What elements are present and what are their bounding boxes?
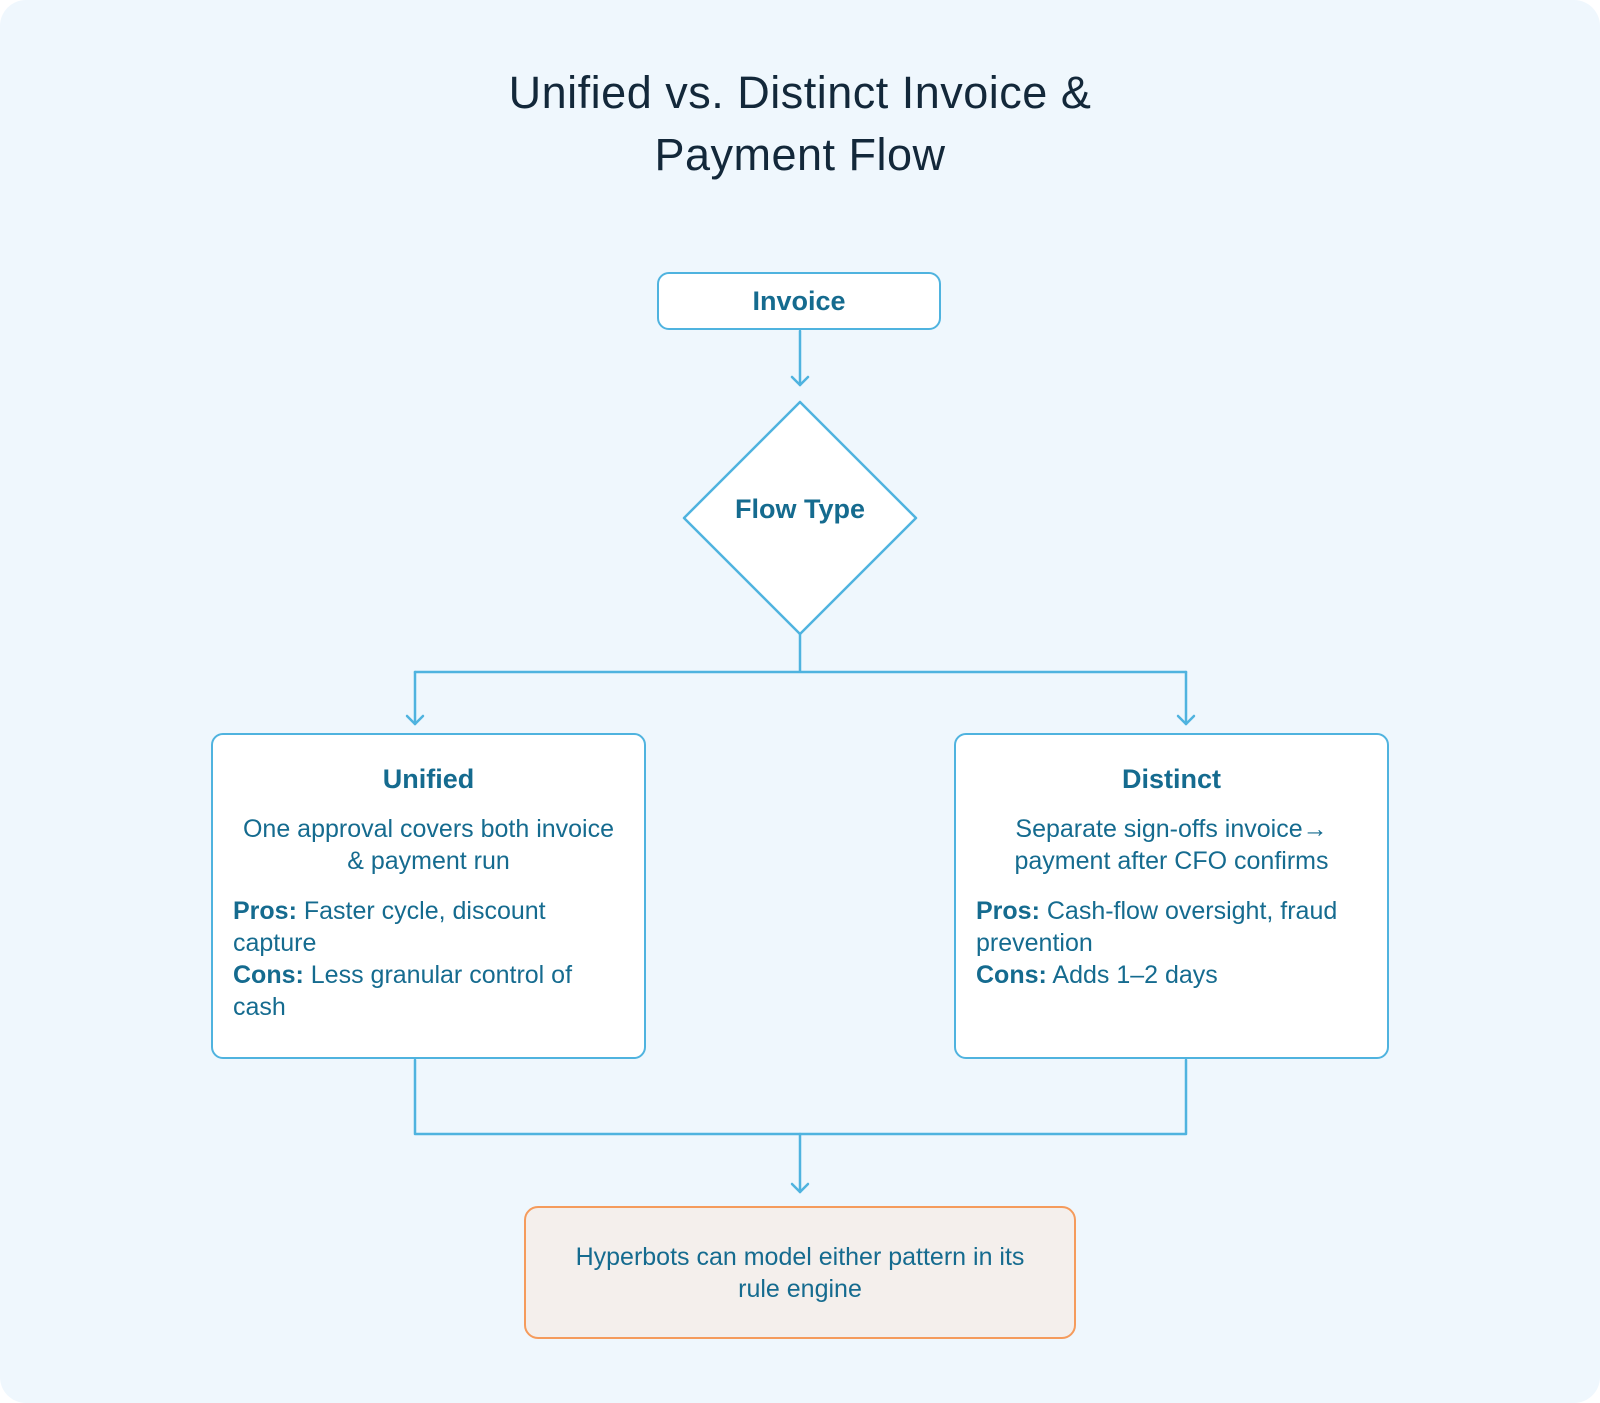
distinct-cons-label: Cons: <box>976 961 1047 989</box>
decision-label: Flow Type <box>734 494 865 524</box>
unified-cons-label: Cons: <box>233 961 304 989</box>
unified-heading: Unified <box>382 764 475 794</box>
invoice-node: Invoice <box>657 272 941 330</box>
unified-node: Unified One approval covers both invoice… <box>211 733 646 1059</box>
distinct-cons: Adds 1–2 days <box>1052 961 1218 989</box>
distinct-pros-label: Pros: <box>976 897 1040 925</box>
unified-pros-label: Pros: <box>233 897 297 925</box>
diagram-title: Unified vs. Distinct Invoice & Payment F… <box>300 62 1300 186</box>
unified-description: One approval covers both invoice & payme… <box>242 815 615 875</box>
title-line-1: Unified vs. Distinct Invoice & <box>508 67 1092 118</box>
distinct-description: Separate sign-offs invoice→ payment afte… <box>1014 815 1329 875</box>
unified-pros: Faster cycle, discount capture <box>233 897 546 957</box>
title-line-2: Payment Flow <box>654 129 946 180</box>
result-node: Hyperbots can model either pattern in it… <box>524 1206 1076 1339</box>
distinct-node: Distinct Separate sign-offs invoice→ pay… <box>954 733 1389 1059</box>
arrowhead-result <box>790 1182 810 1194</box>
connector-merge <box>413 1058 1188 1136</box>
distinct-pros-cons: Pros: Cash-flow oversight, fraud prevent… <box>976 895 1367 991</box>
arrowhead-decision <box>790 375 810 387</box>
connector-decision-split <box>413 632 1188 674</box>
arrowhead-unified <box>405 714 425 726</box>
unified-cons: Less granular control of cash <box>233 961 573 1021</box>
distinct-heading: Distinct <box>1121 764 1221 794</box>
unified-pros-cons: Pros: Faster cycle, discount capture Con… <box>233 895 624 1023</box>
distinct-pros: Cash-flow oversight, fraud prevention <box>976 897 1338 957</box>
arrowhead-distinct <box>1176 714 1196 726</box>
